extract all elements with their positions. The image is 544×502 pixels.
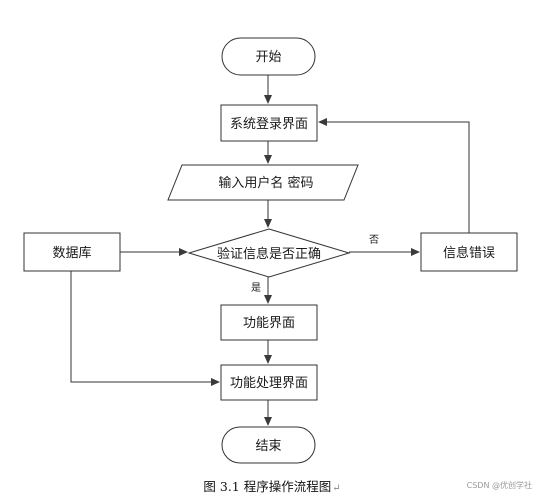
branch-label-no: 否 xyxy=(369,234,379,246)
error-node: 信息错误 xyxy=(420,232,518,272)
login-page-label: 系统登录界面 xyxy=(230,117,308,132)
database-node: 数据库 xyxy=(23,232,121,272)
start-node: 开始 xyxy=(221,37,316,76)
decision-label: 验证信息是否正确 xyxy=(217,246,321,262)
watermark: CSDN @优创学社 xyxy=(466,481,532,490)
end-label: 结束 xyxy=(255,439,281,454)
figure-caption-text: 图 3.1 程序操作流程图 xyxy=(203,479,332,494)
start-label: 开始 xyxy=(255,50,281,65)
branch-label-yes: 是 xyxy=(251,282,261,294)
paragraph-mark: ↵ xyxy=(332,483,341,494)
error-label: 信息错误 xyxy=(443,245,495,261)
end-node: 结束 xyxy=(221,426,316,464)
figure-caption: 图 3.1 程序操作流程图↵ xyxy=(0,476,544,495)
login-page-node: 系统登录界面 xyxy=(220,104,318,142)
processing-page-node: 功能处理界面 xyxy=(220,364,318,401)
input-label: 输入用户名 密码 xyxy=(218,175,313,191)
input-node: 输入用户名 密码 xyxy=(167,164,359,201)
function-page-label: 功能界面 xyxy=(243,316,295,331)
decision-node: 验证信息是否正确 xyxy=(187,228,351,278)
function-page-node: 功能界面 xyxy=(220,304,318,341)
database-label: 数据库 xyxy=(52,245,91,261)
arrow-database-to-processing xyxy=(70,271,220,386)
arrow-error-to-login xyxy=(318,118,470,233)
processing-page-label: 功能处理界面 xyxy=(230,376,308,391)
